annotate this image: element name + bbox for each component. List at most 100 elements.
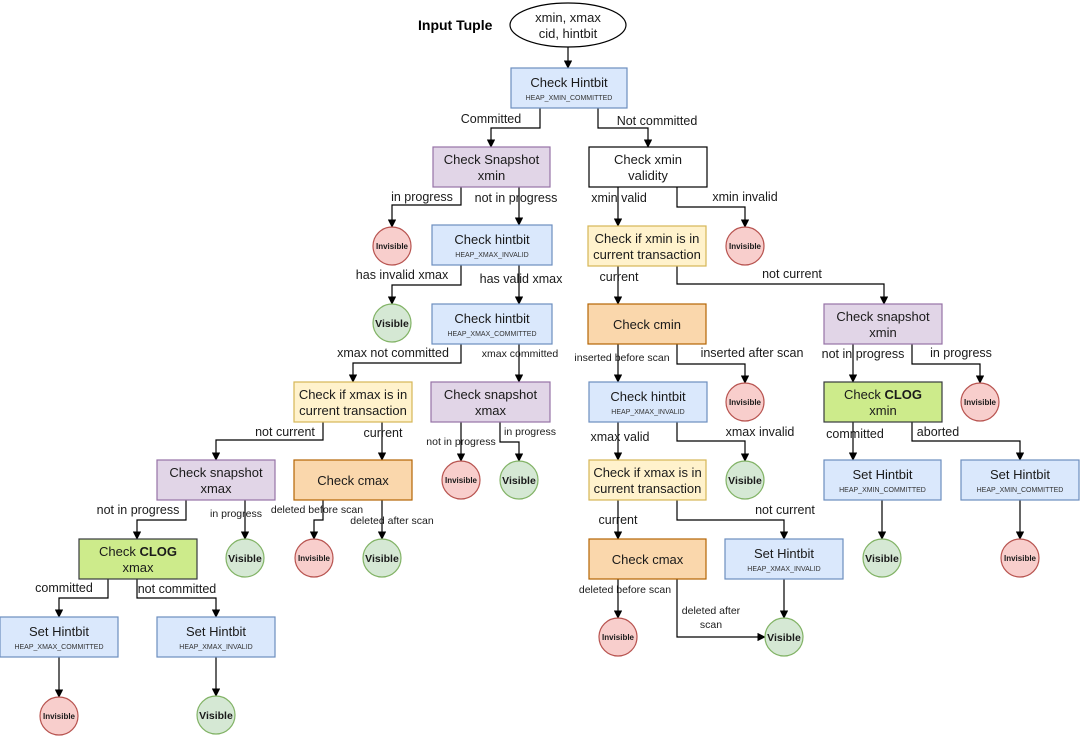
edge-label-in-progress-3: in progress [504, 426, 556, 438]
node-label: Check xmin [614, 152, 682, 167]
result-label: Visible [502, 475, 536, 487]
edge-label-deleted-before-scan-2: deleted before scan [579, 584, 671, 596]
edge-label-has-invalid-xmax: has invalid xmax [356, 268, 449, 282]
node-label: Check if xmax is in [299, 387, 407, 402]
edge-label-deleted-after-scan-1: deleted after scan [350, 515, 434, 527]
result-label: Invisible [964, 398, 997, 407]
flow-edges [54, 47, 1025, 698]
node-label: Set Hintbit [853, 467, 913, 482]
edge-label-committed-3: committed [35, 581, 93, 595]
node-label: Check snapshot [836, 309, 930, 324]
result-invisible: Invisible [441, 460, 481, 500]
flow-arrow [676, 266, 889, 305]
node-flag: HEAP_XMAX_INVALID [179, 644, 252, 651]
node-label: xmin [869, 325, 896, 340]
result-label: Invisible [445, 476, 478, 485]
node-label: Check if xmin is in [595, 231, 700, 246]
edge-label-not-in-progress-2: not in progress [822, 347, 905, 361]
node-label: Check cmax [317, 473, 389, 488]
edge-label-not-current-3: not current [755, 503, 815, 517]
result-invisible: Invisible [725, 226, 765, 266]
flow-arrow [911, 344, 985, 384]
node-label: Check snapshot [169, 465, 263, 480]
result-label: Visible [365, 553, 399, 565]
edge-label-not-current-2: not current [255, 425, 315, 439]
node-label: validity [628, 168, 668, 183]
flow-arrow [54, 579, 109, 618]
node-label: Set Hintbit [186, 624, 246, 639]
node-flag: HEAP_XMAX_INVALID [747, 566, 820, 573]
result-label: Visible [375, 318, 409, 330]
edge-label-xmin-valid: xmin valid [591, 191, 647, 205]
result-label: Invisible [298, 554, 331, 563]
edge-label-not-committed-2: not committed [138, 582, 217, 596]
result-visible: Visible [862, 538, 902, 578]
edge-label-xmax-committed: xmax committed [482, 348, 559, 360]
flow-arrow [676, 344, 750, 384]
result-label: Invisible [729, 242, 762, 251]
edge-label-current-3: current [364, 426, 403, 440]
edge-label-in-progress-2: in progress [930, 346, 992, 360]
result-visible: Visible [362, 538, 402, 578]
edge-label-in-progress-1: in progress [391, 190, 453, 204]
flow-arrow [132, 500, 187, 540]
edge-label-has-valid-xmax: has valid xmax [480, 272, 563, 286]
node-label: Set Hintbit [754, 546, 814, 561]
edge-label-inserted-before-scan: inserted before scan [574, 352, 669, 364]
edge-label-not-in-progress-1: not in progress [475, 191, 558, 205]
node-label: Check snapshot [444, 387, 538, 402]
edge-label-deleted-before-scan-1: deleted before scan [271, 504, 363, 516]
node-label: Check hintbit [454, 311, 530, 326]
result-invisible: Invisible [372, 226, 412, 266]
flow-arrow [211, 422, 324, 461]
flow-arrow [597, 108, 653, 148]
node-label: xmax [200, 481, 232, 496]
edge-label-xmin-invalid: xmin invalid [712, 190, 777, 204]
node-label: Check cmin [613, 317, 681, 332]
node-label: Check hintbit [610, 389, 686, 404]
result-label: Invisible [729, 398, 762, 407]
flow-arrow [309, 500, 324, 540]
result-visible: Visible [225, 538, 265, 578]
node-label: xmax [475, 403, 507, 418]
node-label: Set Hintbit [990, 467, 1050, 482]
edge-label-current-1: current [600, 270, 639, 284]
node-label: Check CLOG [844, 387, 922, 402]
node-n7: Check cmin [587, 303, 707, 345]
flow-arrow [387, 265, 462, 305]
node-label: current transaction [594, 481, 702, 496]
result-invisible: Invisible [960, 382, 1000, 422]
flow-arrow [348, 344, 462, 383]
node-label: Check CLOG [99, 544, 177, 559]
flow-arrow [387, 187, 462, 228]
result-invisible: Invisible [39, 696, 79, 736]
edge-label-not-in-progress-3: not in progress [426, 436, 495, 448]
node-label: xmin [478, 168, 505, 183]
edge-label-deleted-after-scan-2b: scan [700, 619, 722, 631]
result-label: Invisible [1004, 554, 1037, 563]
node-n14: Check cmax [293, 459, 413, 501]
edge-label-in-progress-4: in progress [210, 508, 262, 520]
result-visible: Visible [764, 617, 804, 657]
node-label: xmax [122, 560, 154, 575]
result-invisible: Invisible [598, 617, 638, 657]
node-label: Check cmax [612, 552, 684, 567]
node-flag: HEAP_XMAX_INVALID [611, 409, 684, 416]
edge-label-inserted-after-scan: inserted after scan [701, 346, 804, 360]
flow-arrow [676, 422, 750, 462]
